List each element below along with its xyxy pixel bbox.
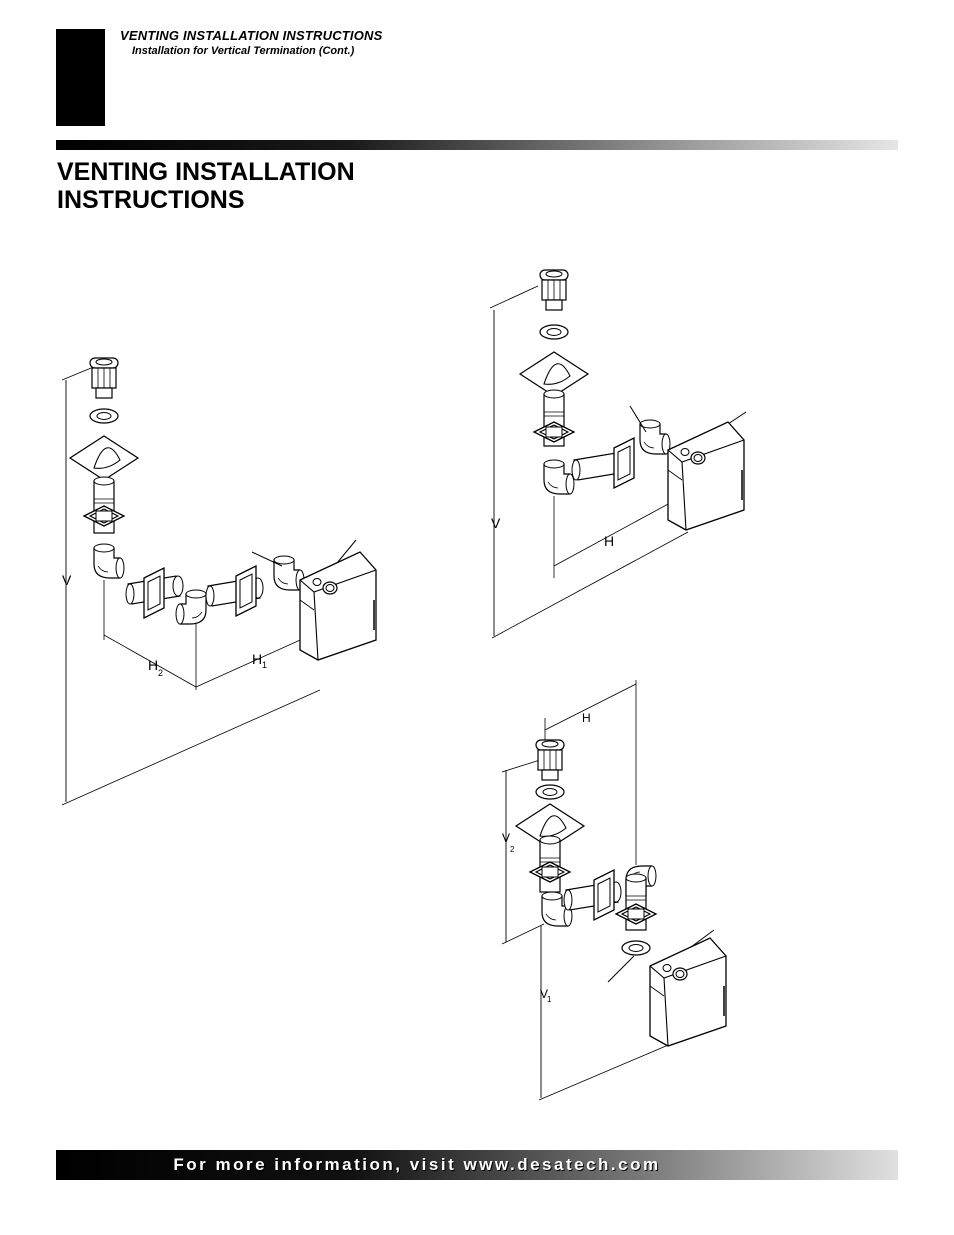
page-title: VENTING INSTALLATION INSTRUCTIONS	[57, 158, 355, 214]
header-section-title: VENTING INSTALLATION INSTRUCTIONS	[120, 28, 383, 43]
dim-label-v1: V	[540, 987, 548, 1001]
dim-label-h-top: H	[604, 533, 614, 549]
dim-label-v2: V	[502, 831, 510, 845]
dim-label-v-top: V	[491, 515, 501, 531]
figure-top-right: V H	[489, 269, 747, 639]
header-divider	[56, 140, 898, 150]
figure-bottom-right: H V 2 V 1	[501, 680, 727, 1101]
dim-label-v1-sub: 1	[547, 995, 552, 1004]
dim-label-h2-sub: 2	[158, 668, 163, 678]
dim-label-v: V	[62, 572, 72, 588]
dim-label-h1-sub: 1	[262, 660, 267, 670]
dim-label-h-bottom: H	[582, 711, 591, 725]
figure-left: V H 2 H 1	[61, 357, 377, 806]
dim-label-h1: H	[252, 651, 262, 667]
header-subtitle: Installation for Vertical Termination (C…	[132, 45, 355, 57]
dim-label-h2: H	[148, 657, 158, 673]
footer-banner: For more information, visit www.desatech…	[56, 1150, 898, 1180]
dim-label-v2-sub: 2	[510, 845, 515, 854]
section-tab-marker	[56, 29, 105, 126]
footer-website-text: For more information, visit www.desatech…	[173, 1155, 661, 1174]
